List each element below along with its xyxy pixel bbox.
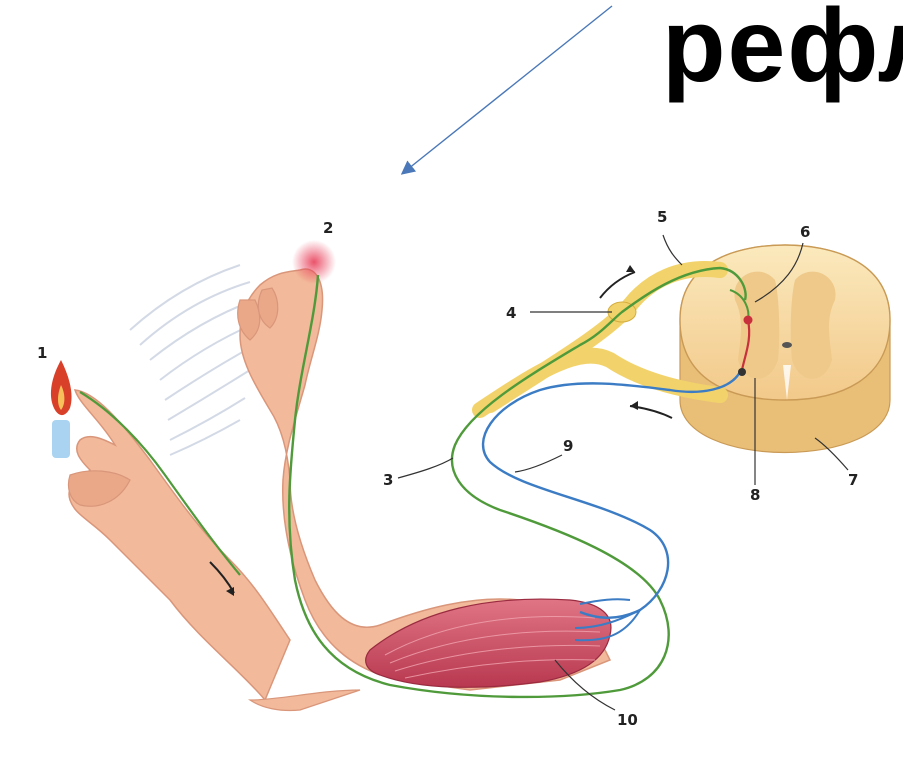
- label-10: 10: [617, 711, 638, 729]
- label-9: 9: [563, 437, 573, 455]
- label-5: 5: [657, 208, 667, 226]
- label-7: 7: [848, 471, 858, 489]
- motion-lines: [130, 265, 258, 455]
- label-2: 2: [323, 219, 333, 237]
- candle-flame: [51, 360, 72, 458]
- label-8: 8: [750, 486, 760, 504]
- pointer-arrow: [403, 6, 612, 173]
- label-4: 4: [506, 304, 516, 322]
- pain-spot: [292, 240, 336, 284]
- label-3: 3: [383, 471, 393, 489]
- label-1: 1: [37, 344, 47, 362]
- arm-before: [68, 390, 290, 700]
- label-6: 6: [800, 223, 810, 241]
